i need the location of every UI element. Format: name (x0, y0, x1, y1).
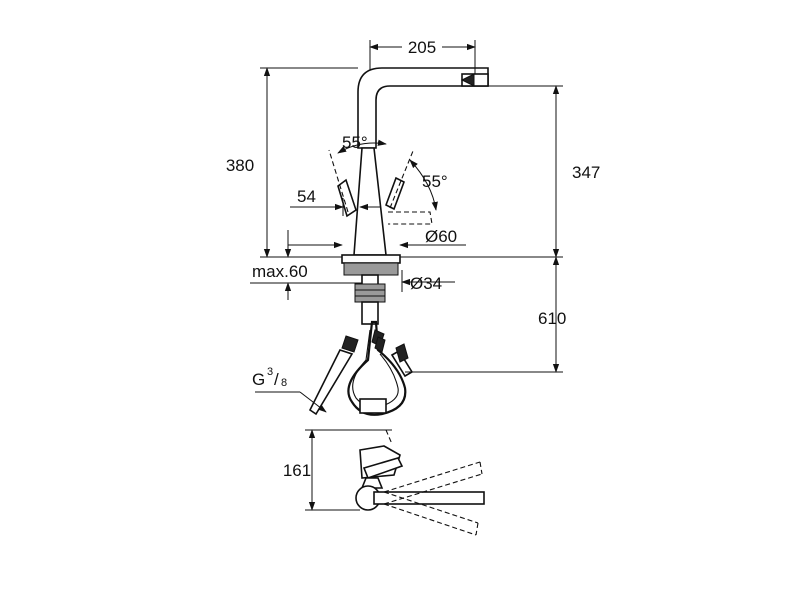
top-view-spout (373, 491, 485, 505)
plan-depth-label: 161 (283, 461, 311, 480)
lever-offset-label: 54 (297, 187, 316, 206)
dimension-spout-reach: 205 (369, 38, 476, 74)
lever-angle-right-label: 55° (422, 172, 448, 191)
thread-label: G (252, 370, 265, 389)
shank-lower (361, 301, 379, 325)
hose-loop (347, 320, 407, 416)
dimension-spout-height: 347 (400, 85, 600, 258)
lever-hidden-front (388, 211, 433, 225)
dimension-mount-thickness: max.60 (250, 262, 362, 300)
dimension-base-diameter: Ø60 (284, 227, 466, 258)
supply-hose-left-fitting (341, 335, 359, 353)
faucet-body (328, 67, 489, 288)
lever-angle-left-label: 55° (342, 133, 368, 152)
top-view-lever (362, 457, 404, 480)
dimension-connection-thread: G 3 / 8 (252, 366, 327, 413)
faucet-top-view (355, 429, 485, 536)
mount-thickness-label: max.60 (252, 262, 308, 281)
lever-hidden-right (389, 150, 414, 209)
thread-numerator: 3 (267, 366, 273, 378)
lever-left (337, 178, 357, 218)
base-plate (341, 254, 401, 264)
hose-length-label: 610 (538, 309, 566, 328)
dimension-lever-angles: 55° 55° (337, 133, 448, 211)
hose-coupling-2 (374, 336, 386, 353)
under-counter-parts (308, 283, 414, 416)
base-diameter-label: Ø60 (425, 227, 457, 246)
spout-reach-label: 205 (408, 38, 436, 57)
mounting-block (343, 262, 399, 276)
supply-hose-left (308, 349, 354, 416)
dimension-hole-diameter: Ø34 (401, 270, 455, 293)
thread-nut (354, 283, 386, 303)
spout-outlet (460, 73, 475, 87)
lever-hidden-left (328, 149, 349, 213)
total-height-label: 380 (226, 156, 254, 175)
faucet-column (353, 147, 387, 256)
hole-diameter-label: Ø34 (410, 274, 442, 293)
supply-hose-right-fitting (395, 343, 409, 363)
spout-height-label: 347 (572, 163, 600, 182)
dimension-lever-offset: 54 (290, 187, 380, 216)
dimension-plan-depth: 161 (283, 429, 392, 511)
lever-right (385, 176, 405, 211)
dimension-total-height: 380 (226, 67, 358, 258)
dimension-hose-length: 610 (405, 256, 566, 373)
thread-denominator: 8 (281, 377, 287, 389)
hose-weight (359, 398, 387, 414)
thread-slash: / (274, 370, 279, 389)
